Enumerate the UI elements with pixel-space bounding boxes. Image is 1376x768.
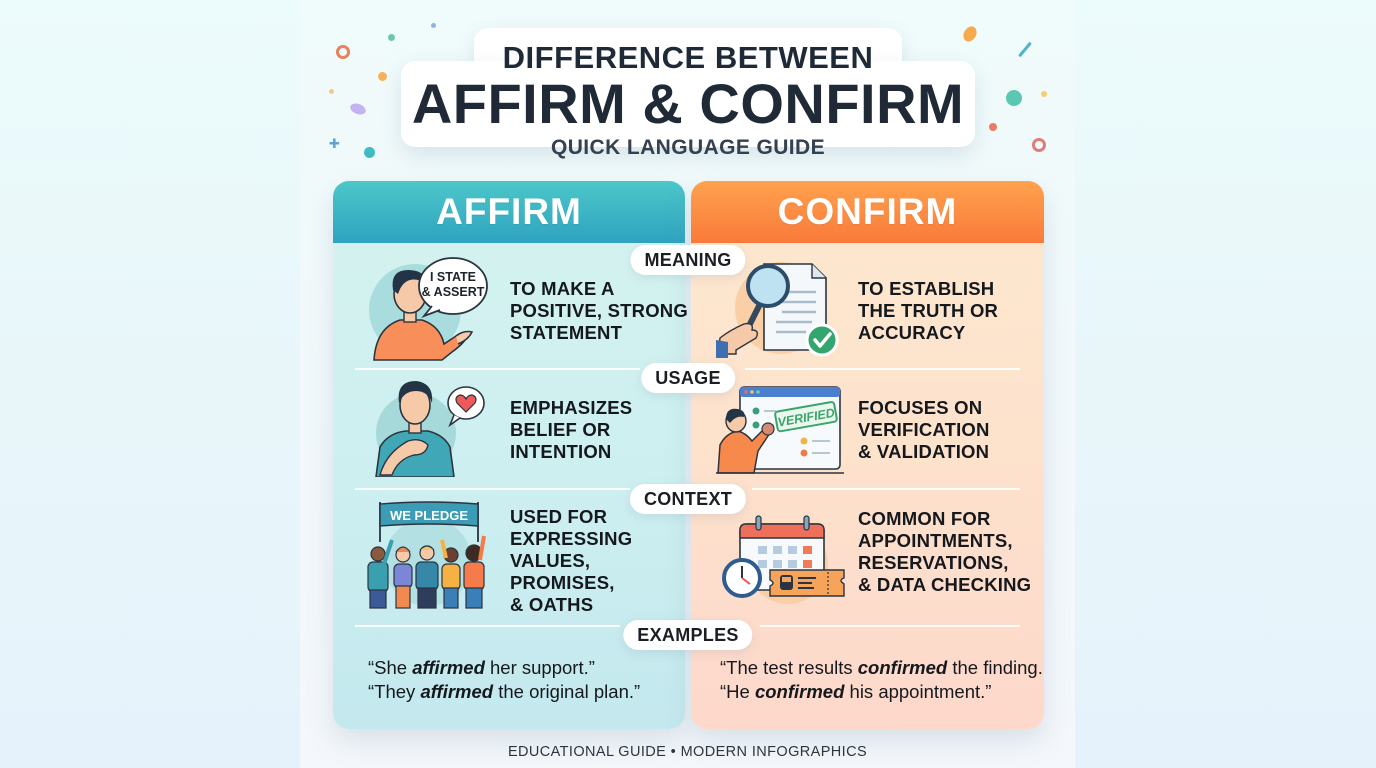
magnifier-document-check-icon [716, 262, 839, 358]
sparkle-icon: ✚ [329, 136, 340, 151]
confetti-dot-icon [1006, 90, 1022, 106]
confetti-ring-icon [1032, 138, 1046, 152]
section-label-context: CONTEXT [629, 484, 747, 514]
section-divider [355, 625, 620, 627]
confirm-context-text: COMMON FOR APPOINTMENTS, RESERVATIONS, &… [858, 508, 1032, 595]
page-subtitle: QUICK LANGUAGE GUIDE [550, 136, 825, 159]
example-keyword: confirmed [857, 657, 948, 678]
confetti-dot-icon [329, 89, 334, 94]
example-text: her support.” [484, 657, 595, 678]
person-stamping-verified-icon: VERIFIED [716, 386, 844, 474]
affirm-context-text: USED FOR EXPRESSING VALUES, PROMISES, & … [510, 506, 633, 615]
person-hand-on-heart-icon [375, 381, 485, 477]
confetti-dot-icon [1041, 91, 1047, 97]
section-divider [355, 368, 640, 370]
example-text: his appointment.” [844, 681, 992, 702]
title-card-main [401, 61, 975, 147]
confetti-dot-icon [364, 147, 375, 158]
confirm-example-2: “He confirmed his appointment.” [720, 680, 991, 704]
section-label-usage: USAGE [641, 363, 735, 393]
page-title: AFFIRM & CONFIRM [411, 72, 965, 135]
confirm-usage-text: FOCUSES ON VERIFICATION & VALIDATION [858, 397, 990, 462]
speech-bubble-line1: I STATE [430, 270, 476, 284]
affirm-meaning-text: TO MAKE A POSITIVE, STRONG STATEMENT [510, 278, 688, 343]
example-text: “He [720, 681, 755, 702]
affirm-example-1: “She affirmed her support.” [368, 656, 595, 680]
footer-caption: EDUCATIONAL GUIDE • MODERN INFOGRAPHICS [507, 744, 868, 760]
affirm-column-header: AFFIRM [333, 181, 685, 243]
example-keyword: confirmed [754, 681, 845, 702]
confetti-dot-icon [378, 72, 387, 81]
group-pledge-banner-icon: WE PLEDGE [367, 501, 486, 609]
confetti-dot-icon [989, 123, 997, 131]
example-text: “The test results [720, 657, 858, 678]
confetti-dot-icon [431, 23, 436, 28]
person-speech-bubble-icon: I STATE & ASSERT [369, 257, 488, 361]
section-label-examples: EXAMPLES [623, 620, 753, 650]
example-text: the finding. [947, 657, 1043, 678]
speech-bubble-line2: & ASSERT [422, 285, 485, 299]
section-divider [355, 488, 630, 490]
affirm-example-2: “They affirmed the original plan.” [368, 680, 640, 704]
confirm-column-header: CONFIRM [691, 181, 1044, 243]
section-divider [745, 368, 1020, 370]
example-text: “She [368, 657, 413, 678]
example-text: “They [368, 681, 421, 702]
confirm-meaning-text: TO ESTABLISH THE TRUTH OR ACCURACY [858, 278, 999, 343]
pledge-banner-text: WE PLEDGE [390, 508, 468, 523]
section-divider [760, 625, 1020, 627]
calendar-clock-ticket-icon [722, 515, 845, 604]
example-keyword: affirmed [412, 657, 485, 678]
section-divider [752, 488, 1020, 490]
affirm-usage-text: EMPHASIZES BELIEF OR INTENTION [510, 397, 633, 462]
page-title-line1: DIFFERENCE BETWEEN [502, 40, 874, 75]
confetti-dot-icon [388, 34, 395, 41]
confirm-example-1: “The test results confirmed the finding. [720, 656, 1043, 680]
example-text: the original plan.” [493, 681, 641, 702]
confetti-ring-icon [336, 45, 350, 59]
section-label-meaning: MEANING [630, 245, 746, 275]
example-keyword: affirmed [420, 681, 494, 702]
